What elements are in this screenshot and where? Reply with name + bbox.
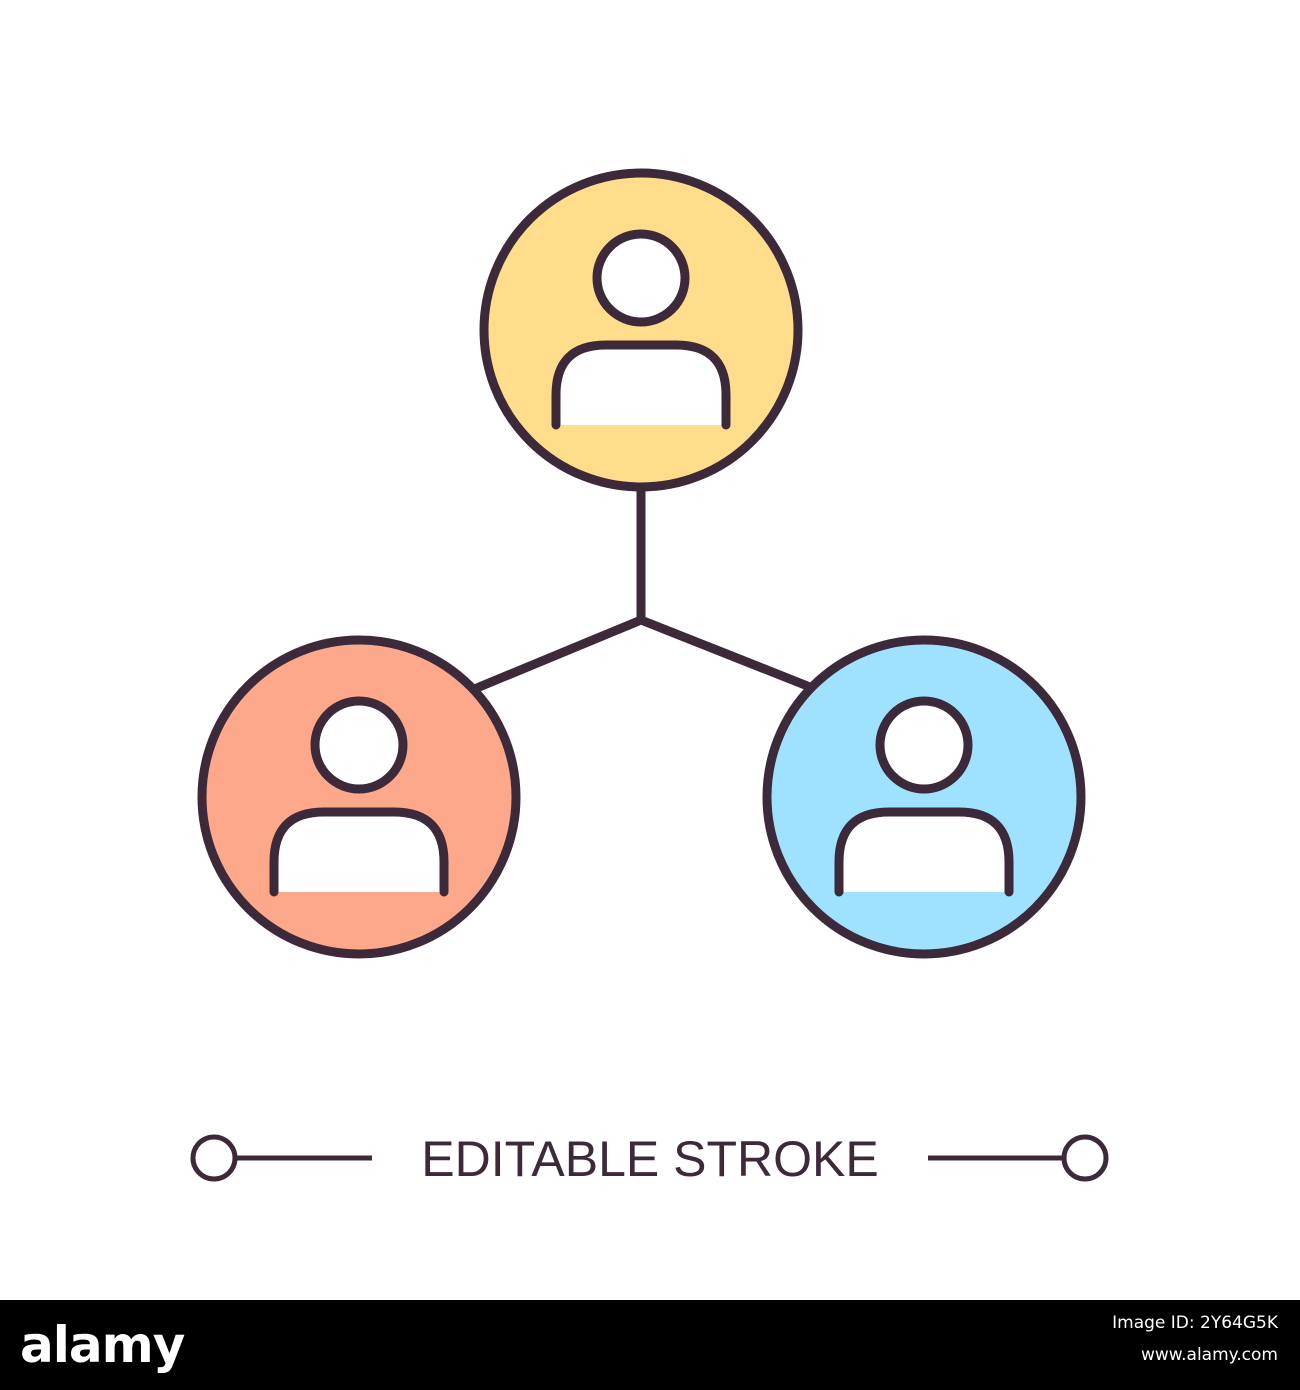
node-circle-top bbox=[479, 168, 803, 492]
user-icon bbox=[269, 696, 449, 897]
node-circle-left bbox=[197, 635, 521, 959]
user-node-top bbox=[479, 168, 803, 492]
connector-right bbox=[636, 615, 815, 692]
connector-left bbox=[467, 615, 646, 695]
user-icon bbox=[551, 229, 731, 430]
network-diagram: EDITABLE STROKE bbox=[190, 168, 1109, 1187]
alamy-logo: alamy bbox=[20, 1316, 185, 1374]
user-node-right bbox=[762, 635, 1086, 959]
slider-handle-icon bbox=[190, 1134, 238, 1182]
editable-stroke-label: EDITABLE STROKE bbox=[190, 1131, 1109, 1187]
slider-handle-icon bbox=[1061, 1134, 1109, 1182]
user-node-left bbox=[197, 635, 521, 959]
user-icon bbox=[834, 696, 1014, 897]
caption-text: EDITABLE STROKE bbox=[421, 1131, 879, 1187]
image-id-label: Image ID: 2Y64G5K bbox=[1112, 1313, 1278, 1333]
node-circle-right bbox=[762, 635, 1086, 959]
site-url: www.alamy.com bbox=[1140, 1345, 1278, 1365]
watermark-footer: alamy Image ID: 2Y64G5K www.alamy.com bbox=[0, 1300, 1300, 1390]
diagram-canvas: EDITABLE STROKE bbox=[190, 168, 1109, 1187]
